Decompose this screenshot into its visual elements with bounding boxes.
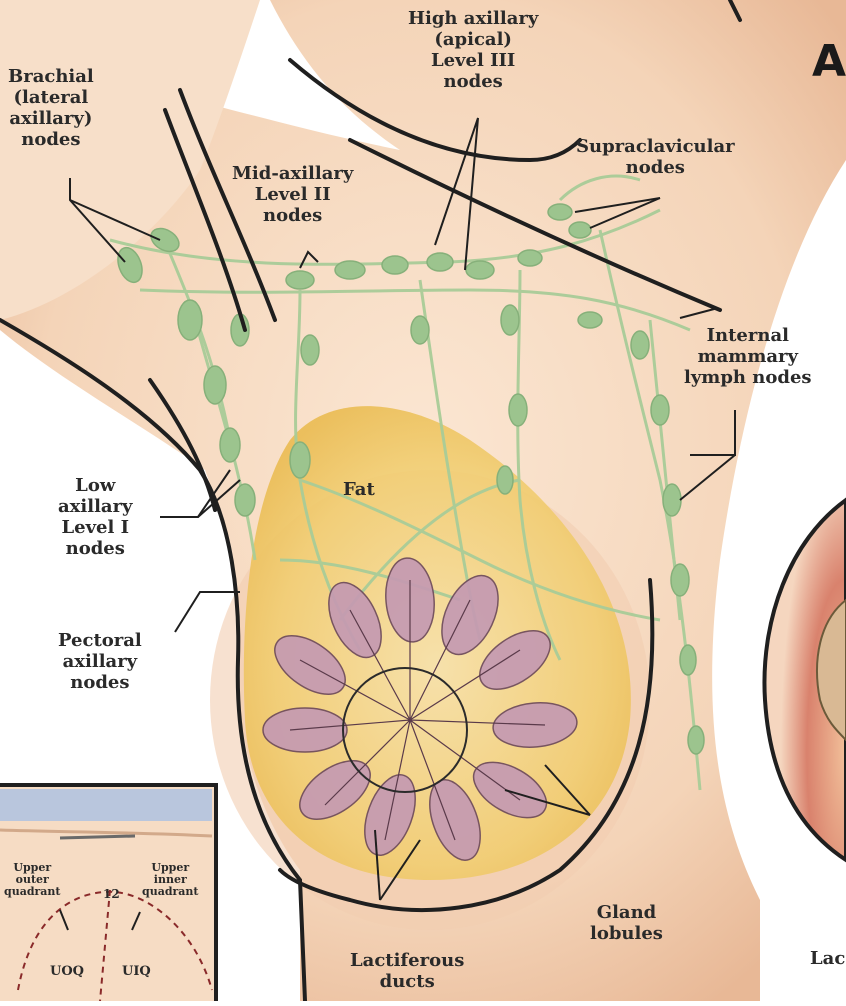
label-supraclavicular-nodes: Supraclavicular nodes xyxy=(576,136,735,178)
label-cut-off-right: Lac xyxy=(810,948,845,969)
inset-label-uoq: UOQ xyxy=(50,966,84,978)
label-mid-axillary-nodes: Mid-axillary Level II nodes xyxy=(232,163,353,226)
label-internal-mammary-nodes: Internal mammary lymph nodes xyxy=(684,325,812,388)
label-gland-lobules: Gland lobules xyxy=(590,902,663,944)
inset-clock-12: 12 xyxy=(103,888,120,900)
panel-letter: A xyxy=(812,36,846,87)
inset-label-upper-inner: Upper inner quadrant xyxy=(142,862,199,898)
label-pectoral-nodes: Pectoral axillary nodes xyxy=(58,630,142,693)
inset-label-uiq: UIQ xyxy=(122,966,151,978)
label-low-axillary-nodes: Low axillary Level I nodes xyxy=(58,475,133,559)
label-fat: Fat xyxy=(343,479,375,500)
label-brachial-nodes: Brachial (lateral axillary) nodes xyxy=(8,66,94,150)
label-high-axillary-nodes: High axillary (apical) Level III nodes xyxy=(408,8,538,92)
label-lactiferous-ducts: Lactiferous ducts xyxy=(350,950,464,992)
inset-label-upper-outer: Upper outer quadrant xyxy=(4,862,61,898)
